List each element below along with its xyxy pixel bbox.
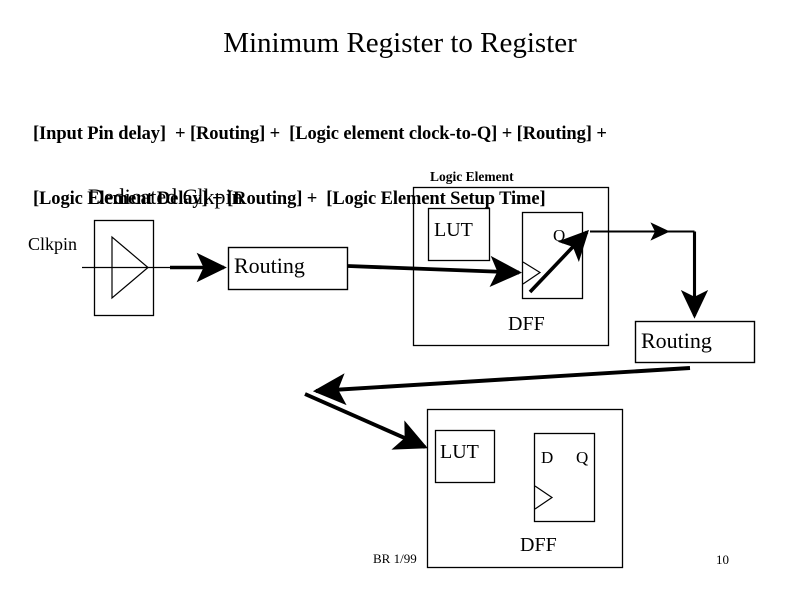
- label-lut-bottom: LUT: [440, 441, 479, 463]
- delay-formula-line-1: [Input Pin delay] + [Routing] + [Logic e…: [33, 123, 607, 144]
- label-routing-2: Routing: [641, 328, 712, 353]
- dff-clock-triangle-bottom: [534, 485, 554, 510]
- label-clkpin: Clkpin: [28, 234, 78, 254]
- lut-box-top: [427, 207, 491, 262]
- arrow-routing1-to-dff-top: [347, 255, 523, 287]
- label-q-top: Q: [553, 226, 566, 245]
- arrow-dff-internal-to-q-top: [528, 229, 589, 294]
- lut-box-bottom: [434, 429, 496, 484]
- page-title: Minimum Register to Register: [223, 27, 577, 59]
- label-q-bottom: Q: [576, 448, 589, 467]
- footer-author: BR 1/99: [373, 551, 417, 566]
- delay-formula: [Input Pin delay] + [Routing] + [Logic e…: [33, 80, 773, 255]
- label-dff-top: DFF: [508, 313, 545, 335]
- delay-formula-line-2: [Logic Element Delay] + [Routing] + [Log…: [33, 189, 546, 210]
- routing-box-2: [634, 320, 756, 364]
- arrow-left-to-bottom-lut: [304, 392, 428, 450]
- arrow-routing2-to-left: [312, 366, 691, 406]
- routing-box-1: [227, 246, 349, 291]
- label-routing-1: Routing: [234, 253, 305, 278]
- logic-element-box-bottom: [426, 408, 624, 569]
- label-logic-element: Logic Element: [430, 169, 514, 184]
- buffer-triangle-icon: [111, 235, 149, 300]
- footer-page-number: 10: [716, 552, 729, 567]
- label-d-bottom: D: [541, 448, 554, 467]
- logic-element-box-top: [412, 186, 610, 347]
- label-dff-bottom: DFF: [520, 534, 557, 556]
- label-dedicated-clkpin: Dedicated Clkpin: [88, 184, 243, 209]
- label-lut-top: LUT: [434, 219, 473, 241]
- dff-clock-triangle-top: [522, 261, 542, 285]
- dff-box-bottom: [533, 432, 596, 523]
